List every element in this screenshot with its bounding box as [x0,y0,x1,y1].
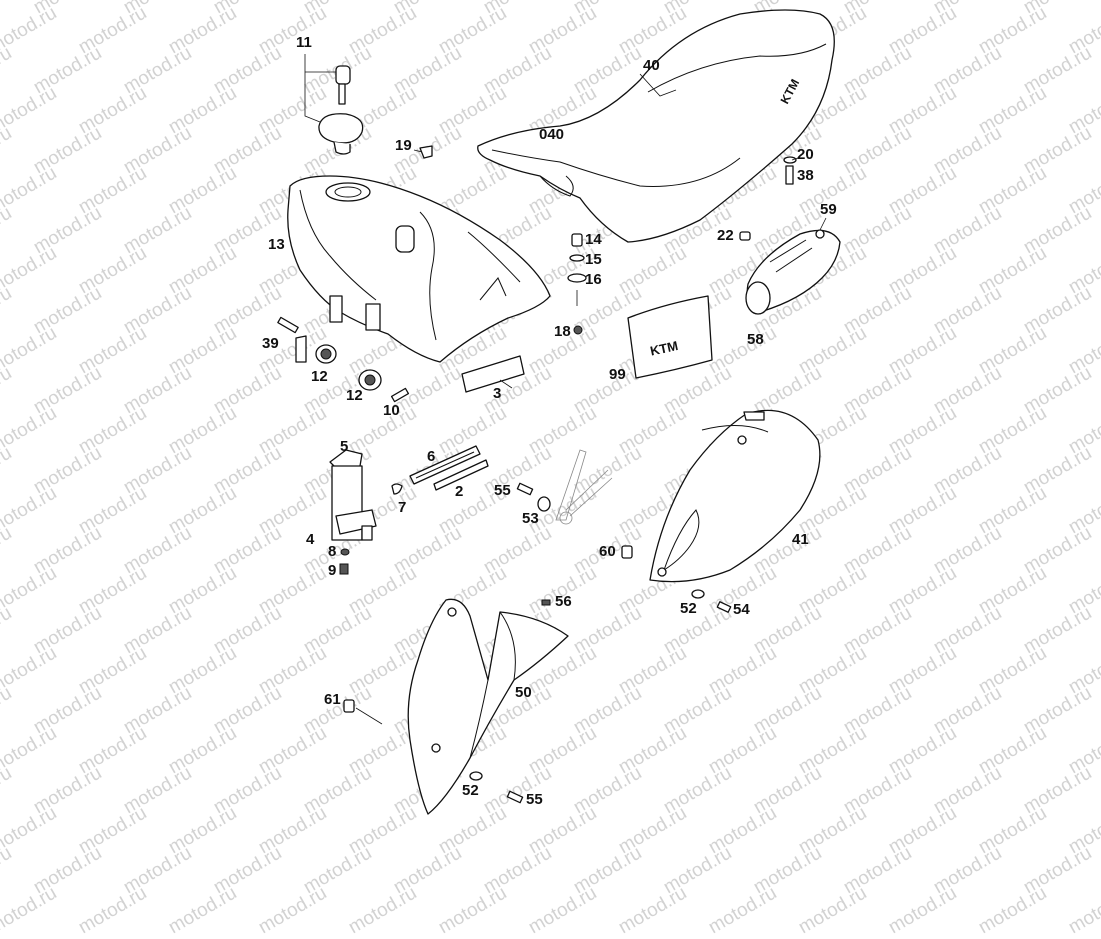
watermark-text: motod.ru [210,842,286,899]
watermark-text: motod.ru [975,882,1051,939]
callout-6: 6 [427,448,436,465]
watermark-text: motod.ru [705,882,781,939]
washer-and-bolt-20-38 [783,156,797,185]
callout-3: 3 [493,385,502,402]
exploded-view: KTM [277,9,841,815]
callout-16: 16 [585,271,602,288]
callout-59: 59 [820,201,837,218]
callout-19: 19 [395,137,412,154]
callout-56: 56 [555,593,572,610]
watermark-text: motod.ru [660,842,736,899]
watermark-text: motod.ru [795,882,871,939]
tool-bag [739,229,841,315]
watermark-text: motod.ru [1065,882,1101,939]
filler-cap-with-key [318,65,364,155]
watermark-text: motod.ru [345,882,421,939]
watermark-text: motod.ru [480,842,556,899]
callout-38: 38 [797,167,814,184]
screw-19 [419,145,433,159]
callout-54: 54 [733,601,750,618]
fuel-tank [287,175,551,363]
callout-52-bottom: 52 [462,782,479,799]
callout-18: 18 [554,323,571,340]
callout-60: 60 [599,543,616,560]
clip-60 [621,545,633,559]
callout-10: 10 [383,402,400,419]
watermark-text: motod.ru [840,842,916,899]
callout-22: 22 [717,227,734,244]
screw-56 [541,599,551,606]
callout-40: 40 [643,57,660,74]
watermark-text: motod.ru [525,882,601,939]
washer-screw-52-55 [469,771,524,804]
callout-61: 61 [324,691,341,708]
side-cover-left [407,598,569,815]
bolt-washers-14-15-16 [567,233,587,335]
watermark-text: motod.ru [300,842,376,899]
callout-20: 20 [797,146,814,163]
callout-11: 11 [296,34,312,51]
callout-5: 5 [340,438,349,455]
callout-8: 8 [328,543,337,560]
washer-screw-52-54 [691,589,732,613]
fuel-hoses [391,445,489,495]
watermark-text: motod.ru [0,882,61,939]
side-cover-right [649,409,821,583]
watermark-text: motod.ru [570,842,646,899]
watermark-text: motod.ru [165,882,241,939]
callout-99: 99 [609,366,626,383]
watermark-text: motod.ru [1020,842,1096,899]
callout-040: 040 [539,126,565,143]
callout-14: 14 [585,231,602,248]
callout-13: 13 [268,236,285,253]
callout-55-bottom: 55 [526,791,543,808]
callout-41: 41 [792,531,809,548]
callout-58: 58 [747,331,764,348]
leader-lines [304,54,827,389]
callout-55-middle: 55 [494,482,511,499]
svg-text:KTM: KTM [649,338,680,359]
watermark-text: motod.ru [615,882,691,939]
callout-9: 9 [328,562,337,579]
watermark-text: motod.ru [30,842,106,899]
watermark-text: motod.ru [750,842,826,899]
callout-53: 53 [522,510,539,527]
callout-52-right: 52 [680,600,697,617]
watermark-text: motod.ru [75,882,151,939]
callout-2: 2 [455,483,464,500]
callout-39: 39 [262,335,279,352]
screw-and-bushing-55-53 [516,482,551,512]
watermark-text: motod.ru [0,842,16,899]
callout-7: 7 [398,499,407,516]
frame-outline [555,449,613,525]
seat: KTM [477,9,835,243]
watermark-text: motod.ru [930,842,1006,899]
callout-12-lower: 12 [346,387,363,404]
callout-4: 4 [306,531,315,548]
clip-61 [343,699,383,725]
callout-15: 15 [585,251,602,268]
fuel-tap [329,449,377,575]
callout-50: 50 [515,684,532,701]
ktm-sticker: KTM [627,295,713,379]
watermark-text: motod.ru [435,882,511,939]
watermark-text: motod.ru [120,842,196,899]
callout-12-upper: 12 [311,368,328,385]
watermark-text: motod.ru [390,842,466,899]
mount-hardware-39-12-10 [277,316,525,403]
watermark-text: motod.ru [885,882,961,939]
watermark-text: motod.ru [255,882,331,939]
